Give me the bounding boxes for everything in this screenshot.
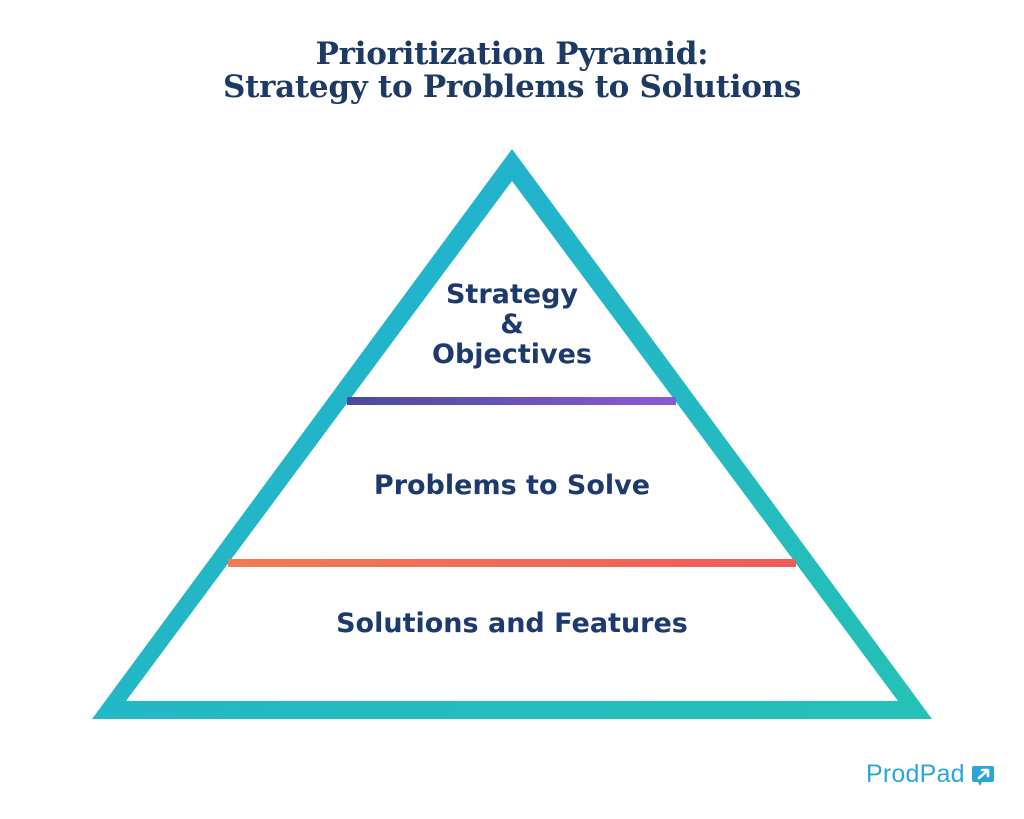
- prodpad-logo: ProdPad: [866, 760, 996, 789]
- divider-strategy-problems: [347, 397, 676, 405]
- prodpad-arrow-icon: [971, 765, 994, 786]
- level-problems-to-solve: Problems to Solve: [373, 470, 651, 501]
- divider-problems-solutions: [228, 559, 796, 567]
- level-solutions-and-features: Solutions and Features: [336, 608, 688, 639]
- level-1-text-line-3: Objectives: [432, 339, 592, 370]
- level-1-text-line-2: &: [500, 309, 524, 340]
- level-strategy-objectives: Strategy & Objectives: [0, 280, 1024, 370]
- diagram-title: Prioritization Pyramid: Strategy to Prob…: [0, 38, 1024, 104]
- title-line-2: Strategy to Problems to Solutions: [222, 69, 801, 105]
- title-line-1: Prioritization Pyramid:: [315, 36, 709, 72]
- brand-name: ProdPad: [866, 760, 965, 788]
- level-1-text-line-1: Strategy: [445, 279, 579, 310]
